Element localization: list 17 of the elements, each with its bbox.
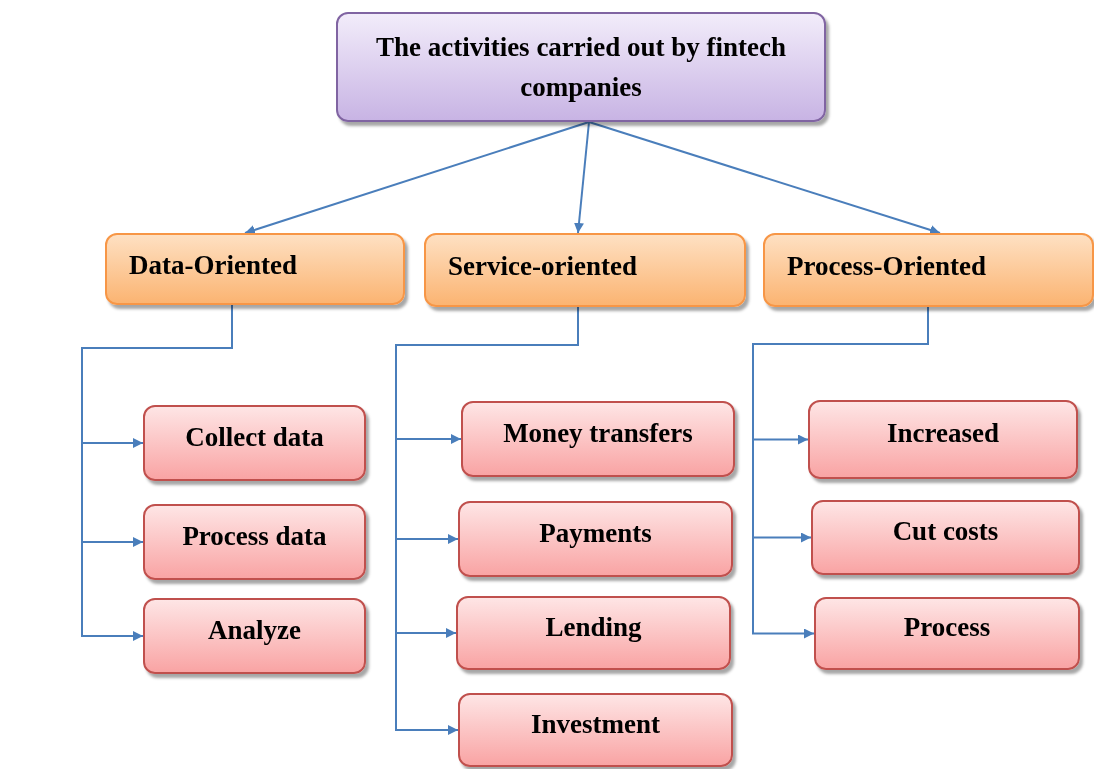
activity-box: Investment (458, 693, 733, 767)
activity-box: Process (814, 597, 1080, 670)
category-box: Data-Oriented (105, 233, 405, 305)
activity-box: Cut costs (811, 500, 1080, 575)
category-box: Service-oriented (424, 233, 746, 307)
activity-box: Analyze (143, 598, 366, 674)
arrow (588, 121, 941, 235)
arrow (244, 121, 590, 235)
title-box: The activities carried out by fintech companies (336, 12, 826, 122)
activity-box: Lending (456, 596, 731, 670)
activity-box: Process data (143, 504, 366, 580)
activity-box: Money transfers (461, 401, 735, 477)
arrow (574, 121, 590, 234)
activity-box: Increased (808, 400, 1078, 479)
activity-box: Payments (458, 501, 733, 577)
category-box: Process-Oriented (763, 233, 1094, 307)
activity-box: Collect data (143, 405, 366, 481)
